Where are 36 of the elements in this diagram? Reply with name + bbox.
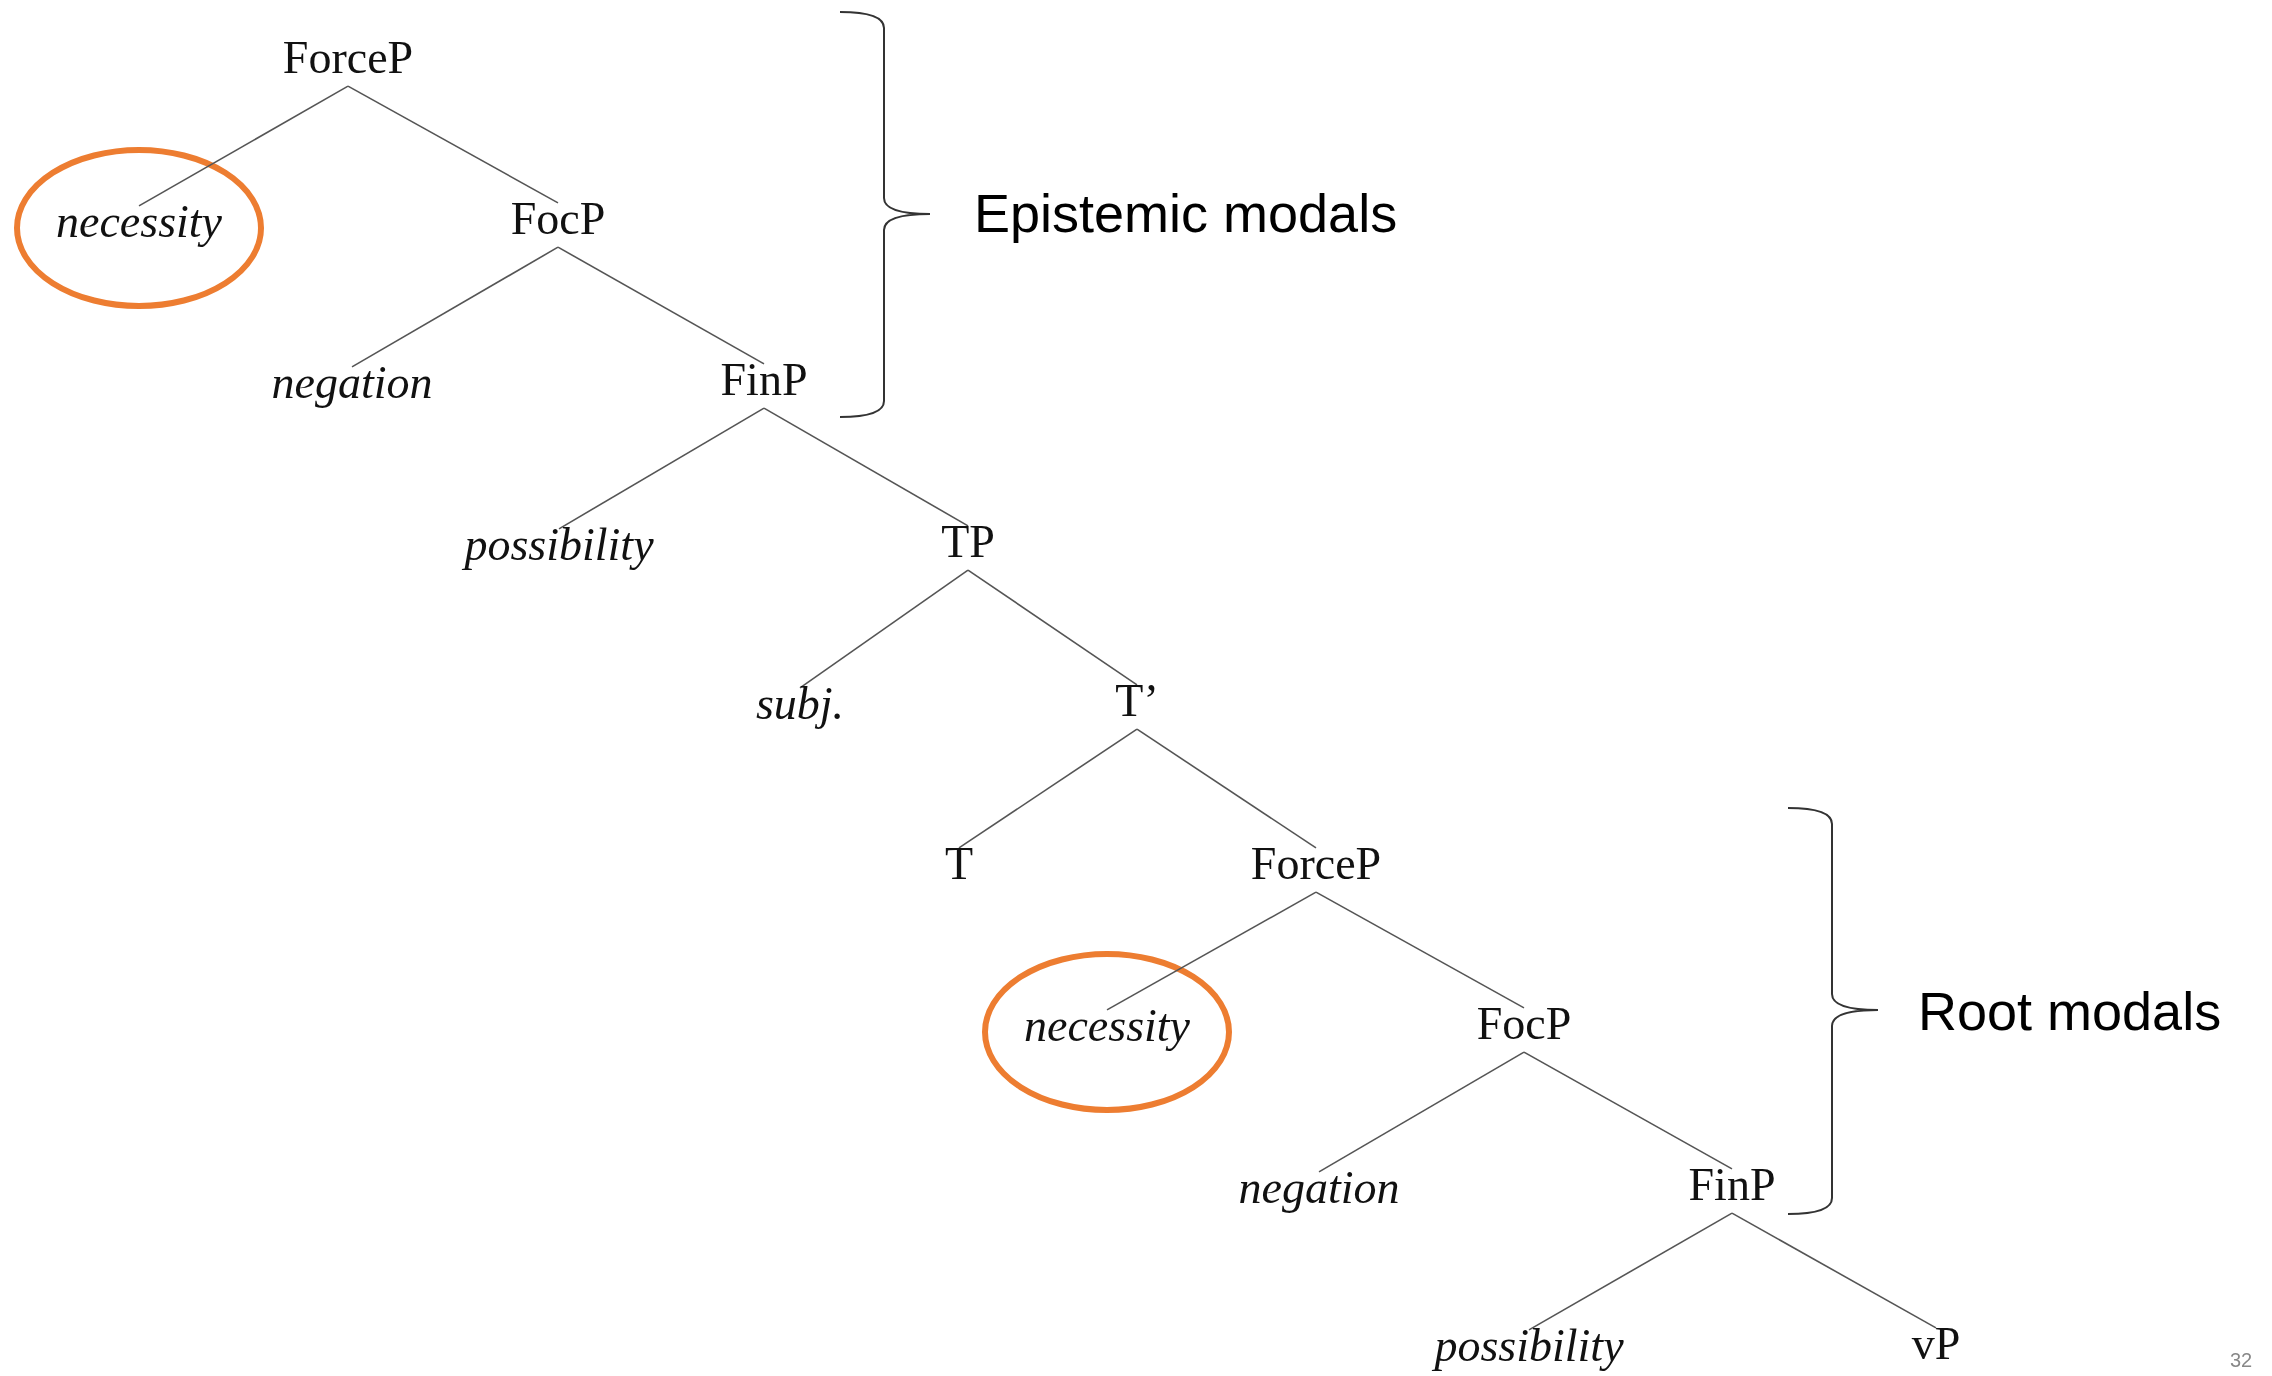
brace-label: Root modals [1918, 982, 2222, 1042]
tree-node-label: FinP [720, 355, 808, 405]
tree-node-label: negation [271, 358, 433, 408]
tree-node-label: necessity [1024, 1001, 1190, 1051]
tree-node-label: possibility [464, 520, 654, 570]
tree-node-label: necessity [56, 197, 222, 247]
tree-branch [1315, 891, 1525, 1009]
tree-branch [558, 407, 765, 530]
tree-branch [351, 246, 559, 368]
tree-branch [967, 569, 1138, 686]
tree-node-label: TP [941, 517, 995, 567]
tree-node-label: FinP [1688, 1160, 1776, 1210]
tree-node-label: vP [1911, 1319, 1961, 1369]
tree-node-label: FocP [1476, 999, 1572, 1049]
tree-branch [1528, 1212, 1733, 1331]
tree-node-label: ForceP [1250, 839, 1382, 889]
tree-branch [763, 407, 969, 527]
tree-branch [1731, 1212, 1937, 1329]
tree-branch [1136, 728, 1317, 849]
tree-branch [138, 85, 349, 207]
tree-node-label: negation [1238, 1163, 1400, 1213]
tree-branch [1318, 1051, 1525, 1173]
tree-node-label: FocP [510, 194, 606, 244]
brace-label: Epistemic modals [974, 184, 1398, 244]
tree-node-label: possibility [1434, 1321, 1624, 1371]
tree-node-label: T’ [1115, 676, 1159, 726]
tree-node-label: ForceP [282, 33, 414, 83]
tree-branch [958, 728, 1138, 849]
tree-branch [799, 569, 969, 689]
tree-node-label: subj. [755, 679, 845, 729]
tree-branch [347, 85, 559, 204]
tree-branch [1106, 891, 1317, 1011]
tree-branch [557, 246, 765, 365]
tree-branch [1523, 1051, 1733, 1170]
page-number: 32 [2230, 1349, 2253, 1371]
tree-node-label: T [944, 839, 974, 889]
